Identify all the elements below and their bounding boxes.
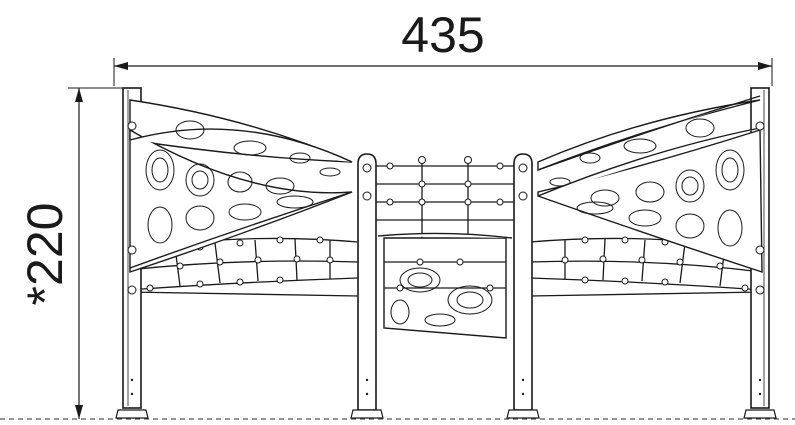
left-climbing-sail: [129, 99, 353, 273]
width-dimension-label: 435: [401, 7, 484, 63]
width-dimension: 435: [113, 7, 773, 86]
cable-right: [529, 291, 763, 297]
height-dimension-label: *220: [17, 203, 73, 306]
foot-far-left: [115, 409, 149, 419]
cable-left: [127, 291, 359, 297]
post-center-right: [513, 153, 533, 411]
post-center-left: [357, 153, 377, 411]
height-dimension: *220: [17, 87, 128, 419]
foot-center-right: [506, 409, 540, 419]
foot-center-left: [350, 409, 384, 419]
center-climbing-net: [376, 156, 514, 240]
foot-far-right: [743, 409, 777, 419]
connector-bolts: [127, 121, 765, 295]
center-climbing-panel: [377, 232, 513, 339]
right-climbing-sail: [537, 95, 763, 273]
